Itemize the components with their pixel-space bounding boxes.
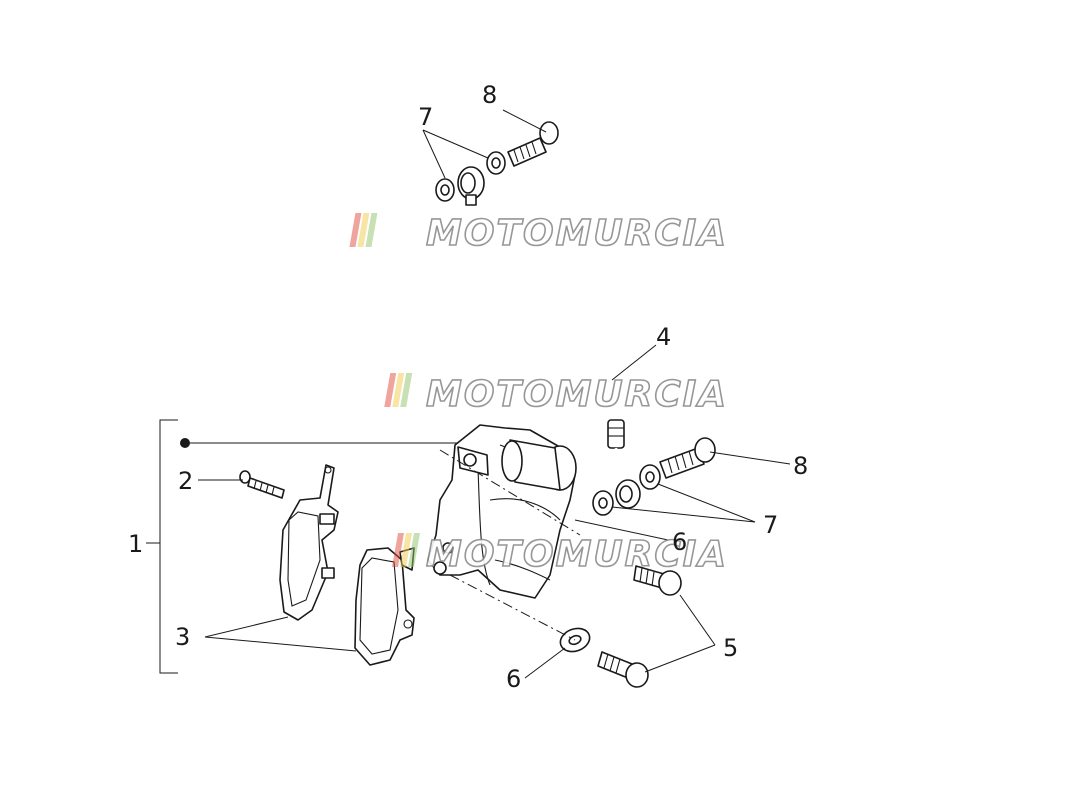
brake-hose xyxy=(457,166,641,509)
callout-1: 1 xyxy=(128,530,143,558)
watermark-3: MOTOMURCIA xyxy=(392,533,728,576)
right-washer-lower xyxy=(592,490,614,516)
top-banjo-bolt xyxy=(507,121,559,167)
axis-line-2 xyxy=(439,449,581,536)
callout-7-right: 7 xyxy=(763,511,778,539)
watermark-text: MOTOMURCIA xyxy=(426,213,728,254)
callout-4: 4 xyxy=(656,323,671,351)
callout-2: 2 xyxy=(178,467,193,495)
watermark-text: MOTOMURCIA xyxy=(426,374,728,415)
watermark-2: MOTOMURCIA xyxy=(384,373,728,416)
bullet-marker xyxy=(180,438,190,448)
callout-6-lower: 6 xyxy=(506,665,521,693)
top-washer-left xyxy=(435,178,455,202)
watermark-text: MOTOMURCIA xyxy=(426,534,728,575)
top-washer-right xyxy=(486,151,506,175)
axis-line xyxy=(449,574,576,641)
leader-lines xyxy=(198,109,791,679)
callout-8-right: 8 xyxy=(793,452,808,480)
mounting-bolt-lower xyxy=(597,651,649,688)
callout-7-top: 7 xyxy=(418,103,433,131)
callout-5: 5 xyxy=(723,634,738,662)
callout-6-upper: 6 xyxy=(672,528,687,556)
assembly-bracket xyxy=(146,419,468,674)
mounting-bolt-upper xyxy=(633,565,682,596)
watermark-1: MOTOMURCIA xyxy=(349,212,728,255)
callout-8-top: 8 xyxy=(482,81,497,109)
pad-pin xyxy=(239,470,285,499)
right-washer-upper xyxy=(639,464,661,490)
caliper-body xyxy=(427,424,577,599)
callout-3: 3 xyxy=(175,623,190,651)
brake-pad-left xyxy=(279,464,339,621)
right-banjo-bolt xyxy=(659,437,716,479)
